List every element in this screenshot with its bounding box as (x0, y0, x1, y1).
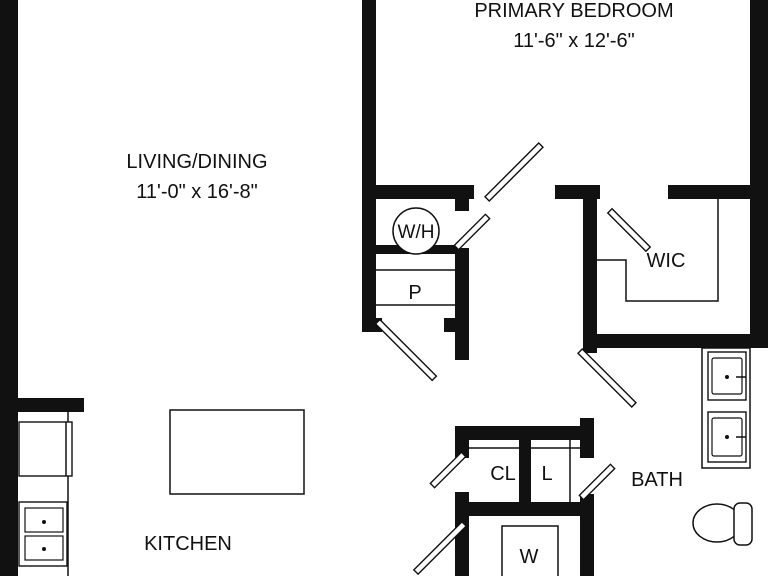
bath-door (577, 348, 637, 408)
washer-icon (501, 525, 559, 576)
wall-pantry-right (455, 248, 469, 360)
wall-closet-left-top (455, 426, 469, 458)
wall-wh-stub (455, 185, 469, 211)
pantry-label: P (408, 282, 421, 304)
kitchen-label: KITCHEN (144, 533, 232, 555)
wic-shelf-line (597, 199, 719, 302)
bath-sink-lower-drain (725, 435, 729, 439)
wall-bedroom-left (362, 0, 376, 332)
wall-wic-bottom (583, 334, 768, 348)
bath-label: BATH (631, 469, 683, 491)
wall-closet-divider (519, 426, 531, 502)
primary-bedroom-dims: 11'-6" x 12'-6" (513, 30, 635, 52)
wic-door (606, 207, 652, 253)
water-heater-icon (392, 207, 440, 255)
wall-wic-left (583, 185, 597, 353)
wall-pantry-bottom-right (444, 318, 469, 332)
interior-lines (376, 199, 751, 502)
wall-kitchen-top (0, 398, 84, 412)
closet-label: CL (490, 463, 516, 485)
pantry-door (374, 318, 438, 382)
fixtures (18, 207, 753, 576)
wall-left-exterior (0, 0, 18, 576)
linen-label: L (541, 463, 552, 485)
kitchen-sink-drain-bottom (42, 547, 46, 551)
toilet-tank-icon (733, 502, 753, 546)
wall-right-exterior (750, 0, 768, 345)
labels: PRIMARY BEDROOM 11'-6" x 12'-6" LIVING/D… (126, 0, 685, 568)
linen-door (578, 463, 616, 501)
living-dining-label: LIVING/DINING (126, 151, 267, 173)
wall-bedroom-bottom-c (668, 185, 764, 199)
wall-closet-bottom (455, 502, 593, 516)
closet-door (429, 451, 467, 489)
doors (374, 142, 652, 576)
wh-door (453, 213, 491, 251)
primary-bedroom-label: PRIMARY BEDROOM (474, 0, 673, 22)
kitchen-sink-basin-top (24, 507, 64, 533)
laundry-door (412, 520, 468, 576)
bath-sink-upper-drain (725, 375, 729, 379)
wall-bedroom-bottom-a (362, 185, 474, 199)
refrigerator-icon (18, 421, 73, 477)
bedroom-door (484, 142, 544, 202)
wic-label: WIC (647, 250, 686, 272)
vanity-counter (701, 347, 751, 469)
kitchen-island (169, 409, 305, 495)
wall-closet-right-top (580, 418, 594, 458)
wall-bath-left (580, 494, 594, 576)
water-heater-label: W/H (398, 222, 435, 243)
kitchen-sink-drain-top (42, 520, 46, 524)
washer-label: W (520, 546, 539, 568)
living-dining-dims: 11'-0" x 16'-8" (136, 181, 258, 203)
